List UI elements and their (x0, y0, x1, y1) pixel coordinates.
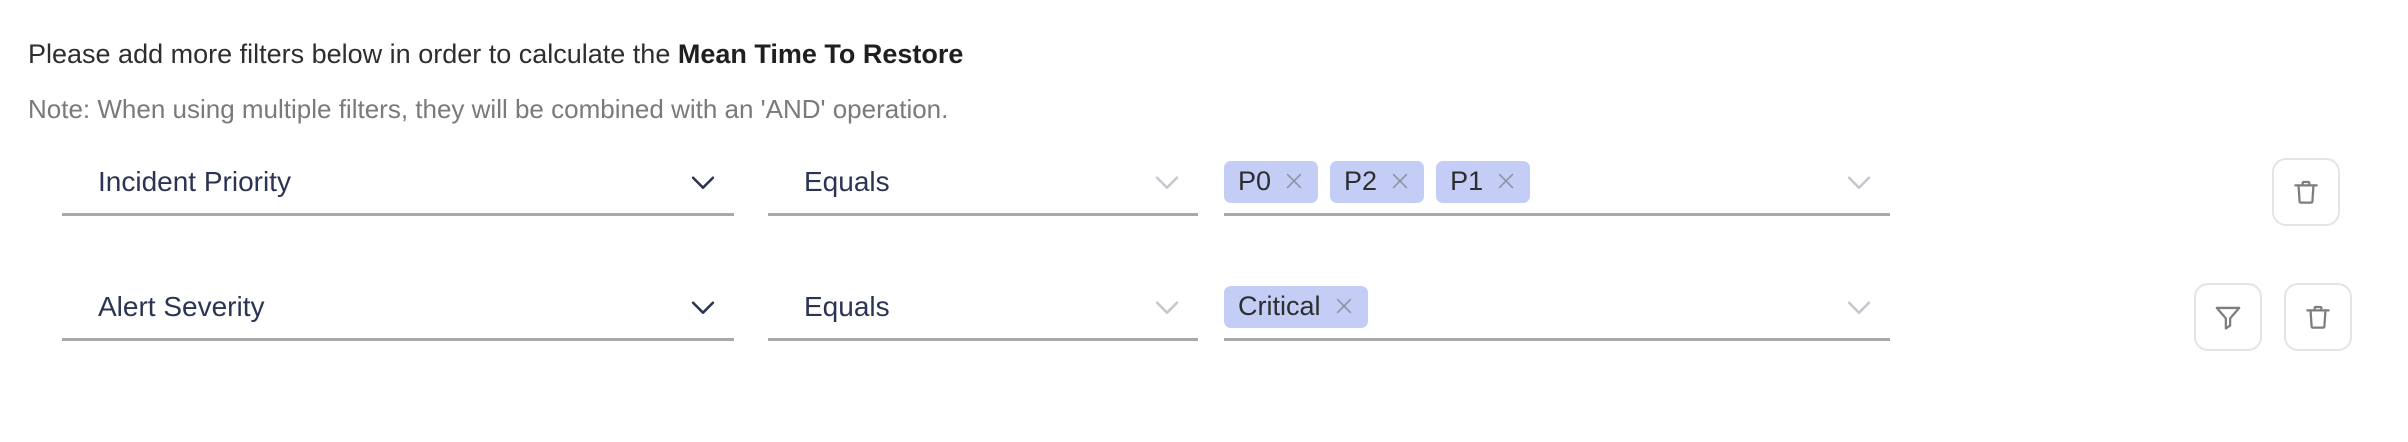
value-tag[interactable]: P1 (1436, 160, 1531, 203)
page-title: Please add more filters below in order t… (28, 38, 963, 70)
filter-value-tags: P0 P2 P1 (1224, 160, 1842, 203)
chevron-down-icon (691, 300, 715, 314)
value-tag-label: P0 (1238, 165, 1272, 196)
delete-filter-button[interactable] (2284, 283, 2352, 351)
value-tag-label: P2 (1344, 165, 1378, 196)
trash-icon (2294, 180, 2318, 204)
filter-row-actions (2194, 283, 2352, 351)
funnel-icon (2215, 306, 2241, 330)
metric-name: Mean Time To Restore (677, 39, 964, 69)
value-tag[interactable]: P0 (1224, 160, 1319, 203)
filter-operator-value: Equals (804, 165, 890, 197)
value-tag[interactable]: Critical (1224, 285, 1368, 328)
add-filter-button[interactable] (2194, 283, 2262, 351)
chevron-down-icon (1847, 175, 1871, 189)
value-tag-label: Critical (1238, 290, 1321, 321)
close-icon[interactable] (1389, 170, 1411, 192)
filter-row-actions (2272, 158, 2340, 226)
close-icon[interactable] (1333, 295, 1355, 317)
trash-icon (2306, 305, 2330, 329)
filter-operator-value: Equals (804, 290, 890, 322)
chevron-down-icon (1155, 175, 1179, 189)
close-icon[interactable] (1495, 170, 1517, 192)
filter-field-value: Incident Priority (98, 165, 291, 197)
chevron-down-icon (1155, 300, 1179, 314)
close-icon[interactable] (1283, 170, 1305, 192)
chevron-down-icon (691, 175, 715, 189)
filter-value-tags: Critical (1224, 285, 1842, 328)
filter-field-select[interactable]: Incident Priority (62, 150, 734, 216)
value-tag-label: P1 (1450, 165, 1484, 196)
filter-value-select[interactable]: P0 P2 P1 (1224, 150, 1890, 216)
filter-row: Alert Severity Equals Critical (0, 275, 2408, 403)
filter-field-select[interactable]: Alert Severity (62, 275, 734, 341)
filter-operator-select[interactable]: Equals (768, 150, 1198, 216)
value-tag[interactable]: P2 (1330, 160, 1425, 203)
filter-row: Incident Priority Equals P0 P2 (0, 150, 2408, 278)
filter-operator-select[interactable]: Equals (768, 275, 1198, 341)
filter-field-value: Alert Severity (98, 290, 265, 322)
filter-value-select[interactable]: Critical (1224, 275, 1890, 341)
page-title-prefix: Please add more filters below in order t… (28, 39, 678, 69)
delete-filter-button[interactable] (2272, 158, 2340, 226)
chevron-down-icon (1847, 300, 1871, 314)
filter-note: Note: When using multiple filters, they … (28, 94, 949, 124)
